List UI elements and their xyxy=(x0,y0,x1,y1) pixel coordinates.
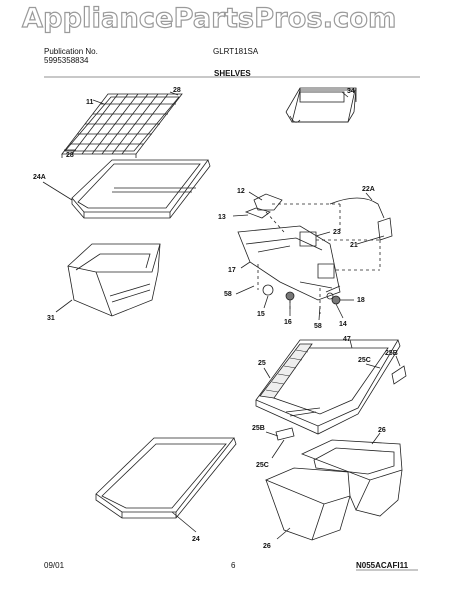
drawing-code: N055ACAFI11 xyxy=(356,561,409,570)
footer-date: 09/01 xyxy=(44,561,65,570)
callout-11: 11 xyxy=(86,99,94,106)
control-housing-part xyxy=(237,193,393,305)
callout-28-bottom: 28 xyxy=(66,152,74,159)
crisper-pan-34-part xyxy=(285,87,357,123)
model-number: GLRT181SA xyxy=(213,47,259,56)
callout-34: 34 xyxy=(347,88,355,95)
publication-number: 5995358834 xyxy=(44,56,89,65)
crisper-drawer-26-part xyxy=(264,439,403,541)
callout-24a: 24A xyxy=(33,174,46,181)
callout-17: 17 xyxy=(228,267,236,274)
callout-25b-top: 25B xyxy=(385,350,398,357)
callout-25: 25 xyxy=(258,360,266,367)
crisper-pan-31-part xyxy=(67,243,161,317)
callout-58-right: 58 xyxy=(314,323,322,330)
publication-label: Publication No. xyxy=(44,47,98,56)
callout-25c-top: 25C xyxy=(358,357,371,364)
watermark-logo: AppliancePartsPros.com xyxy=(21,2,397,34)
callout-24: 24 xyxy=(192,536,200,543)
callout-13: 13 xyxy=(218,214,226,221)
wire-shelf-part xyxy=(61,93,183,158)
callout-23: 23 xyxy=(333,229,341,236)
callout-31: 31 xyxy=(47,315,55,322)
footer-page-number: 6 xyxy=(231,561,236,570)
glass-shelf-24-part xyxy=(95,437,237,519)
callout-25c-bottom: 25C xyxy=(256,462,269,469)
callout-47: 47 xyxy=(343,336,351,343)
callout-21: 21 xyxy=(350,242,358,249)
section-title: SHELVES xyxy=(214,69,251,78)
callout-14: 14 xyxy=(339,321,347,328)
glass-shelf-assembly-25-part xyxy=(255,339,407,441)
callout-15: 15 xyxy=(257,311,265,318)
glass-shelf-24a-part xyxy=(71,159,211,219)
callout-28-top: 28 xyxy=(173,87,181,94)
callout-26-left: 26 xyxy=(263,543,271,550)
callout-12: 12 xyxy=(237,188,245,195)
callout-22a: 22A xyxy=(362,186,375,193)
callout-26-right: 26 xyxy=(378,427,386,434)
callout-25b-bottom: 25B xyxy=(252,425,265,432)
callout-18: 18 xyxy=(357,297,365,304)
callout-16: 16 xyxy=(284,319,292,326)
callout-58-left: 58 xyxy=(224,291,232,298)
